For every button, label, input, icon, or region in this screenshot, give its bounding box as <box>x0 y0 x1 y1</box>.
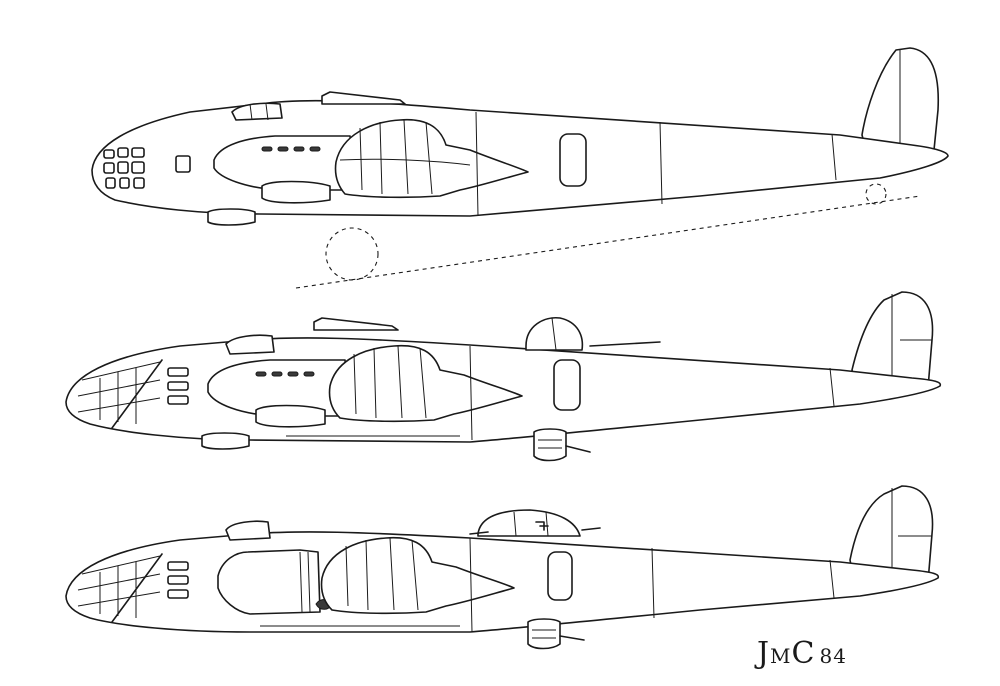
signature-year: 84 <box>819 644 847 668</box>
aircraft-profile-1 <box>91 47 949 289</box>
tailwheel-outline-1 <box>865 183 887 205</box>
signature-letter-j: J <box>757 636 771 671</box>
canopy-3 <box>225 520 271 541</box>
wheel-outline-1 <box>325 227 379 281</box>
side-window-3 <box>547 551 573 601</box>
aircraft-profile-2 <box>65 291 942 462</box>
ventral-position-2 <box>533 428 567 462</box>
tail-fin-3 <box>849 485 934 587</box>
signature-letter-c: C <box>791 636 816 671</box>
engine-nacelle-3 <box>217 549 321 615</box>
nose-glazing-1 <box>103 147 191 189</box>
dorsal-turret-3 <box>477 509 581 537</box>
canopy-1 <box>231 102 283 121</box>
fuselage-3 <box>65 531 940 633</box>
wing-dome-2 <box>328 344 523 423</box>
nose-glazing-3 <box>77 553 189 623</box>
aircraft-profile-3 <box>65 485 940 650</box>
canopy-2 <box>225 334 275 355</box>
exhaust-stubs-1 <box>261 146 321 152</box>
dorsal-fairing-2 <box>313 317 399 331</box>
dorsal-fairing-1 <box>321 91 406 105</box>
signature-letter-m: M <box>770 644 792 668</box>
side-window-2 <box>553 359 581 411</box>
wing-dome-3 <box>320 536 515 615</box>
ventral-position-3 <box>527 618 561 650</box>
nose-glazing-2 <box>77 359 189 429</box>
wing-dome-1 <box>334 118 529 199</box>
side-window-1 <box>559 133 587 187</box>
